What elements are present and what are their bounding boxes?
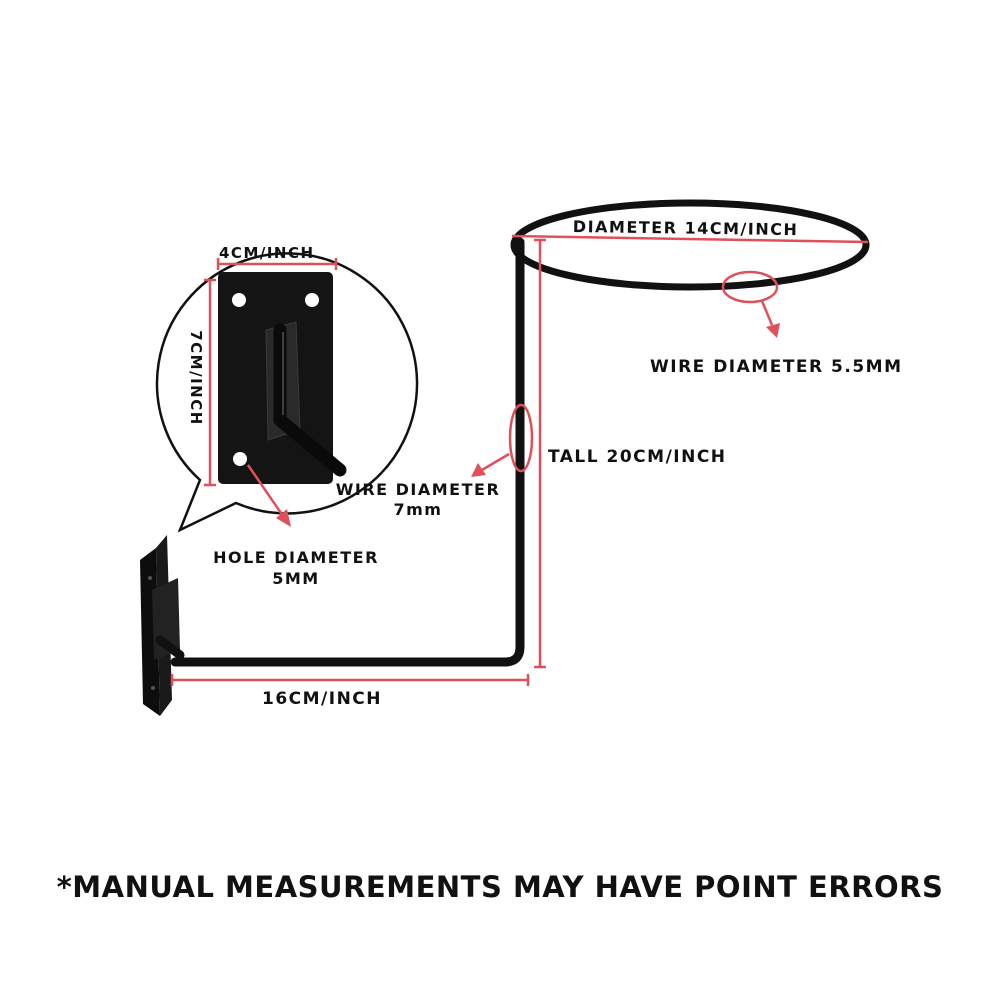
small-wire-highlight bbox=[721, 270, 780, 338]
large-wire-label-line2: 7mm bbox=[393, 500, 443, 519]
arm-length-dimension bbox=[170, 674, 530, 686]
detail-plate bbox=[218, 272, 347, 484]
small-wire-label: WIRE DIAMETER 5.5MM bbox=[650, 357, 903, 377]
hole-diameter-label-line2: 5MM bbox=[272, 569, 320, 588]
hole-bottom-left bbox=[233, 452, 247, 466]
large-wire-highlight bbox=[471, 403, 534, 477]
hole-top-right bbox=[305, 293, 319, 307]
hanger-frame bbox=[170, 237, 525, 667]
helmet-ring bbox=[510, 199, 870, 291]
arm-length-label: 16CM/INCH bbox=[262, 689, 383, 709]
tall-label: TALL 20CM/INCH bbox=[548, 447, 727, 467]
ring-diameter-label: DIAMETER 14CM/INCH bbox=[572, 217, 799, 240]
plate-height-label: 7CM/INCH bbox=[187, 330, 205, 426]
hole-diameter-label-line1: HOLE DIAMETER bbox=[213, 548, 379, 567]
hole-diameter-label: HOLE DIAMETER 5MM bbox=[206, 547, 386, 589]
ring-diameter-dimension bbox=[511, 234, 869, 244]
hole-arrow bbox=[246, 464, 291, 527]
large-wire-label: WIRE DIAMETER 7mm bbox=[333, 480, 503, 520]
plate-width-dimension bbox=[216, 258, 338, 270]
wall-plate bbox=[140, 535, 185, 716]
hole-top-left bbox=[232, 293, 246, 307]
plate-width-label: 4CM/INCH bbox=[219, 244, 315, 262]
large-wire-label-line1: WIRE DIAMETER bbox=[335, 480, 501, 499]
plate-height-dimension bbox=[204, 278, 216, 487]
disclaimer-footer: *MANUAL MEASUREMENTS MAY HAVE POINT ERRO… bbox=[56, 870, 944, 904]
tall-dimension bbox=[534, 238, 546, 669]
